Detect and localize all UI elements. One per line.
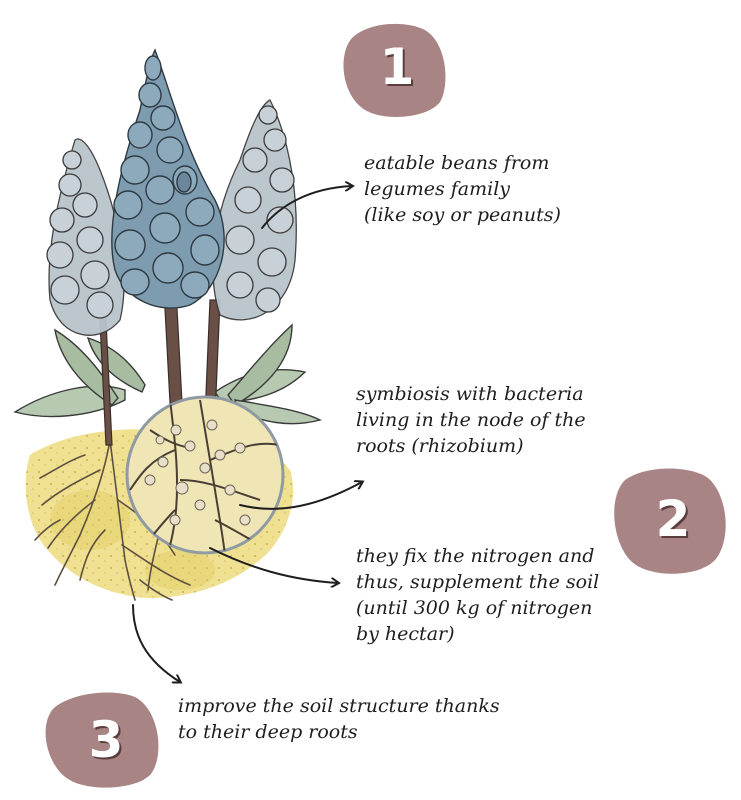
note-beans-line-1: eatable beans from [364, 152, 550, 174]
note-nitrogen-line-3: (until 300 kg of nitrogen [356, 597, 593, 619]
note-symbiosis-line-3: roots (rhizobium) [356, 435, 524, 457]
note-symbiosis-line-2: living in the node of the [356, 409, 586, 431]
note-nitrogen-line-4: by hectar) [356, 623, 455, 645]
badge-blobs [45, 23, 726, 788]
arrow-soil [132, 604, 180, 682]
badge-2-shape [614, 468, 726, 574]
note-nitrogen: they fix the nitrogen and thus, suppleme… [356, 543, 599, 647]
note-soil-line-1: improve the soil structure thanks [178, 695, 500, 717]
arrow-nitrogen [209, 547, 338, 583]
arrow-symbiosis [239, 482, 362, 510]
note-beans: eatable beans from legumes family (like … [364, 150, 561, 228]
badge-1-number: 1 [379, 38, 415, 96]
badge-3-shape [45, 692, 159, 788]
arrows [132, 186, 362, 682]
center-flower-cluster [111, 48, 225, 309]
badge-1-shape [343, 23, 446, 117]
note-nitrogen-line-1: they fix the nitrogen and [356, 545, 595, 567]
note-symbiosis: symbiosis with bacteria living in the no… [356, 381, 586, 459]
note-beans-line-3: (like soy or peanuts) [364, 204, 561, 226]
badge-2-number: 2 [655, 490, 691, 548]
note-soil-line-2: to their deep roots [178, 721, 358, 743]
leaves [13, 323, 322, 425]
note-soil: improve the soil structure thanks to the… [178, 693, 500, 745]
note-beans-line-2: legumes family [364, 178, 511, 200]
note-nitrogen-line-2: thus, supplement the soil [356, 571, 600, 593]
badge-3-number: 3 [88, 711, 124, 769]
left-flower-cluster [46, 138, 125, 336]
right-flower-cluster [212, 99, 297, 321]
note-symbiosis-line-1: symbiosis with bacteria [356, 383, 584, 405]
arrow-beans [261, 186, 352, 229]
